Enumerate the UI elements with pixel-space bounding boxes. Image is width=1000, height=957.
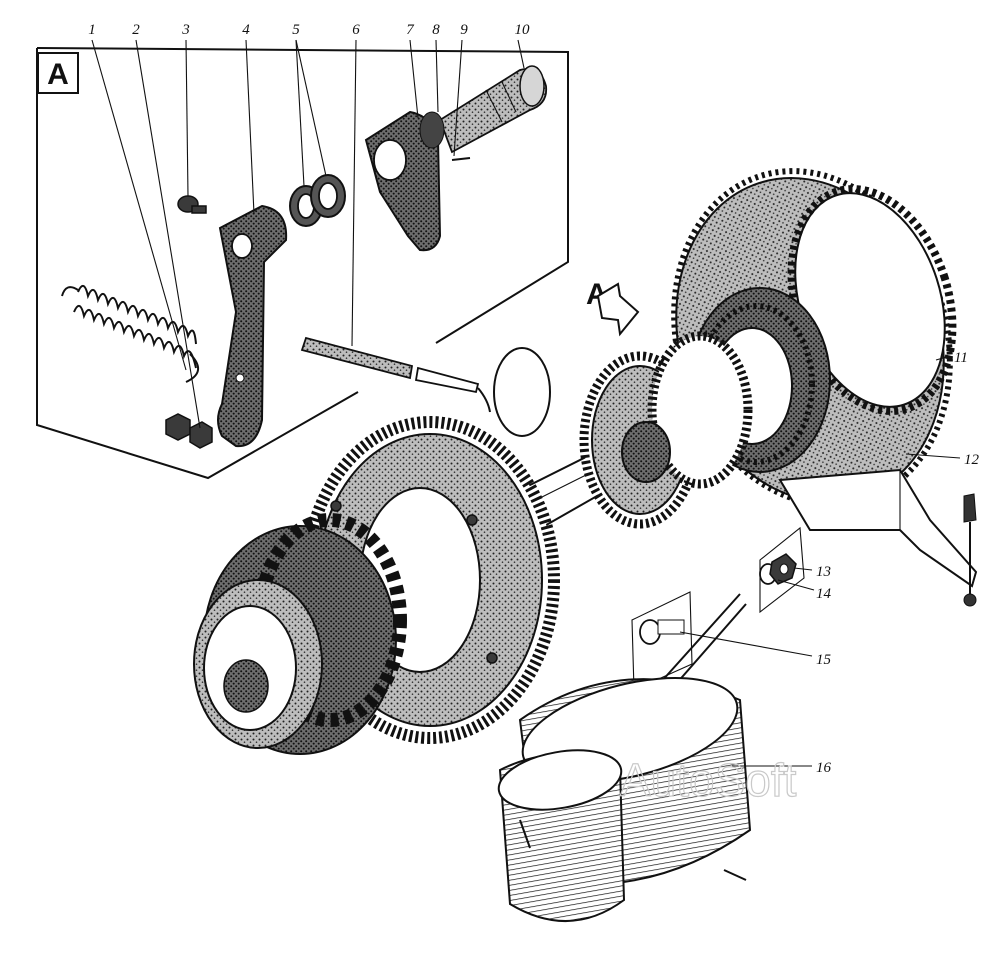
callout-1: 1 <box>88 22 96 38</box>
callout-3: 3 <box>181 22 190 38</box>
callout-13: 13 <box>816 564 831 580</box>
callout-7: 7 <box>406 22 415 38</box>
brake-band-lever <box>778 468 978 607</box>
callout-labels: 1 2 3 4 5 6 7 8 9 10 11 12 13 14 15 16 <box>88 22 979 776</box>
drive-hub <box>193 513 407 755</box>
callout-2: 2 <box>132 22 140 38</box>
small-bolt <box>177 195 207 214</box>
watermark-text: AutoSoft <box>620 754 797 806</box>
callout-6: 6 <box>352 22 360 38</box>
lock-nuts <box>165 413 213 449</box>
pull-rod-with-ring <box>300 336 551 437</box>
washers <box>289 174 346 227</box>
callout-11: 11 <box>954 350 968 366</box>
detail-view-a-frame: А <box>36 47 569 480</box>
callout-12: 12 <box>964 452 980 468</box>
callout-9: 9 <box>460 22 468 38</box>
shift-lever <box>217 204 288 448</box>
callout-10: 10 <box>515 22 531 38</box>
callout-16: 16 <box>816 760 832 776</box>
shaft-lever-assembly <box>364 65 548 252</box>
callout-4: 4 <box>242 22 250 38</box>
brake-band <box>497 677 752 922</box>
return-spring <box>61 285 199 383</box>
view-a-label-box <box>37 52 79 94</box>
view-direction-arrow: А <box>586 278 640 337</box>
callout-14: 14 <box>816 586 832 602</box>
callout-15: 15 <box>816 652 832 668</box>
callout-5: 5 <box>292 22 300 38</box>
nut-and-washer <box>759 526 805 614</box>
leader-lines <box>91 39 961 767</box>
callout-8: 8 <box>432 22 440 38</box>
view-a-label: А <box>47 58 69 91</box>
intermediate-gears <box>579 331 753 529</box>
